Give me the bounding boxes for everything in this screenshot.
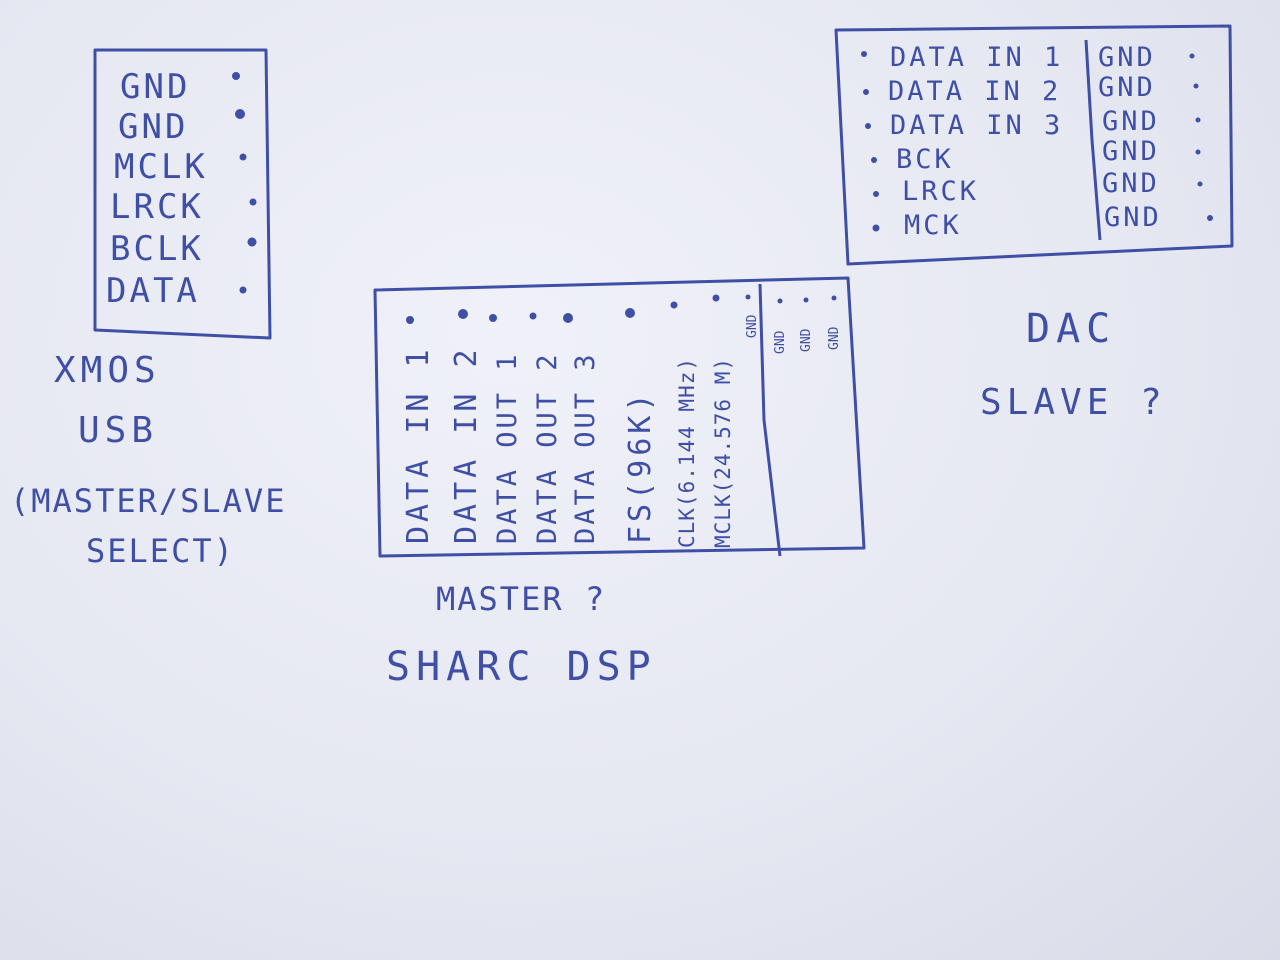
dsp-pin-dot: [563, 313, 573, 323]
dsp-pin-label: DATA IN 2: [449, 345, 484, 544]
dac-gnd-label: GND: [1102, 168, 1160, 199]
dac-gnd-label: GND: [1102, 106, 1160, 137]
dac-gnd-dot: [1193, 83, 1199, 89]
dac-pin-dot: [871, 157, 877, 163]
xmos-mode-note: (MASTER/SLAVE: [10, 482, 286, 520]
dac-title: DAC: [1026, 306, 1116, 352]
dsp-pin-label: DATA IN 1: [401, 345, 436, 544]
xmos-pin-label: LRCK: [110, 187, 204, 227]
dac-pin-label: MCK: [904, 210, 962, 241]
dsp-pin-dot: [529, 312, 537, 320]
xmos-block: GND GND MCLK LRCK BCLK DATA XMOS USB (MA…: [10, 48, 286, 570]
xmos-pin-dot: [247, 237, 257, 247]
dsp-block: DATA IN 1 DATA IN 2 DATA OUT 1 DATA OUT …: [373, 276, 866, 690]
dsp-gnd-dot: [831, 295, 837, 301]
xmos-pin-dot: [239, 153, 247, 161]
dac-pin-dot: [872, 224, 880, 232]
xmos-pin-label: GND: [118, 107, 188, 147]
xmos-pin-label: MCLK: [114, 147, 208, 187]
dac-pin-dot: [861, 51, 867, 57]
dsp-gnd-label: GND: [773, 330, 788, 354]
xmos-mode-note: SELECT): [86, 532, 235, 570]
dsp-pin-dot: [489, 314, 497, 322]
dac-gnd-dot: [1189, 53, 1195, 59]
dsp-pin-dot: [406, 316, 414, 324]
dac-column-divider: [1084, 39, 1102, 241]
xmos-pin-dot: [232, 72, 240, 80]
dac-role-caption: SLAVE ?: [980, 382, 1167, 423]
dac-pin-dot: [863, 89, 869, 95]
dac-pin-label: DATA IN 3: [890, 110, 1063, 141]
dsp-pin-dot: [625, 308, 635, 318]
dsp-pin-label: DATA OUT 1: [492, 351, 523, 544]
dsp-gnd-label: GND: [827, 326, 842, 350]
dac-pin-label: DATA IN 2: [888, 76, 1061, 107]
dsp-name-caption: SHARC DSP: [386, 644, 657, 690]
dac-gnd-label: GND: [1098, 42, 1156, 73]
xmos-pin-label: DATA: [106, 271, 200, 311]
xmos-pin-dot: [235, 109, 245, 119]
dac-gnd-dot: [1197, 181, 1203, 187]
xmos-box-outline: [93, 48, 272, 340]
dsp-pin-label: DATA OUT 3: [570, 351, 601, 544]
dsp-role-caption: MASTER ?: [436, 580, 606, 618]
dsp-pin-dot: [712, 294, 720, 302]
xmos-pin-label: GND: [120, 67, 190, 107]
dsp-pin-label: MCLK(24.576 M): [711, 357, 735, 548]
dsp-pin-dot: [458, 309, 468, 319]
dac-pin-dot: [865, 123, 871, 129]
dac-gnd-label: GND: [1098, 72, 1156, 103]
dac-gnd-dot: [1207, 215, 1213, 221]
dac-pin-label: LRCK: [902, 176, 979, 207]
dac-pin-label: DATA IN 1: [890, 42, 1063, 73]
dsp-pin-dot: [670, 301, 678, 309]
dsp-gnd-dot: [803, 297, 809, 303]
dac-pin-label: BCK: [896, 144, 954, 175]
dac-gnd-label: GND: [1104, 202, 1162, 233]
dac-box-outline: [834, 24, 1234, 266]
dsp-gnd-dot: [777, 298, 783, 304]
dsp-extra-gnd-label: GND: [745, 314, 760, 338]
dsp-pin-dot: [745, 294, 751, 300]
xmos-subtitle: USB: [78, 410, 158, 451]
xmos-pin-label: BCLK: [110, 229, 204, 269]
dac-pin-dot: [873, 191, 879, 197]
xmos-title: XMOS: [54, 350, 161, 391]
dac-gnd-dot: [1195, 149, 1201, 155]
dac-gnd-dot: [1195, 117, 1201, 123]
dac-gnd-label: GND: [1102, 136, 1160, 167]
xmos-pin-dot: [249, 198, 257, 206]
dsp-pin-label: DATA OUT 2: [532, 351, 563, 544]
dsp-gnd-label: GND: [799, 328, 814, 352]
dsp-pin-label: FS(96K): [623, 390, 658, 544]
dac-block: DATA IN 1 DATA IN 2 DATA IN 3 BCK LRCK M…: [834, 24, 1234, 423]
dsp-box-outline: [373, 276, 866, 558]
dsp-gnd-divider: [758, 283, 782, 557]
dsp-pin-label: CLK(6.144 MHz): [675, 357, 699, 548]
xmos-pin-dot: [239, 286, 247, 294]
